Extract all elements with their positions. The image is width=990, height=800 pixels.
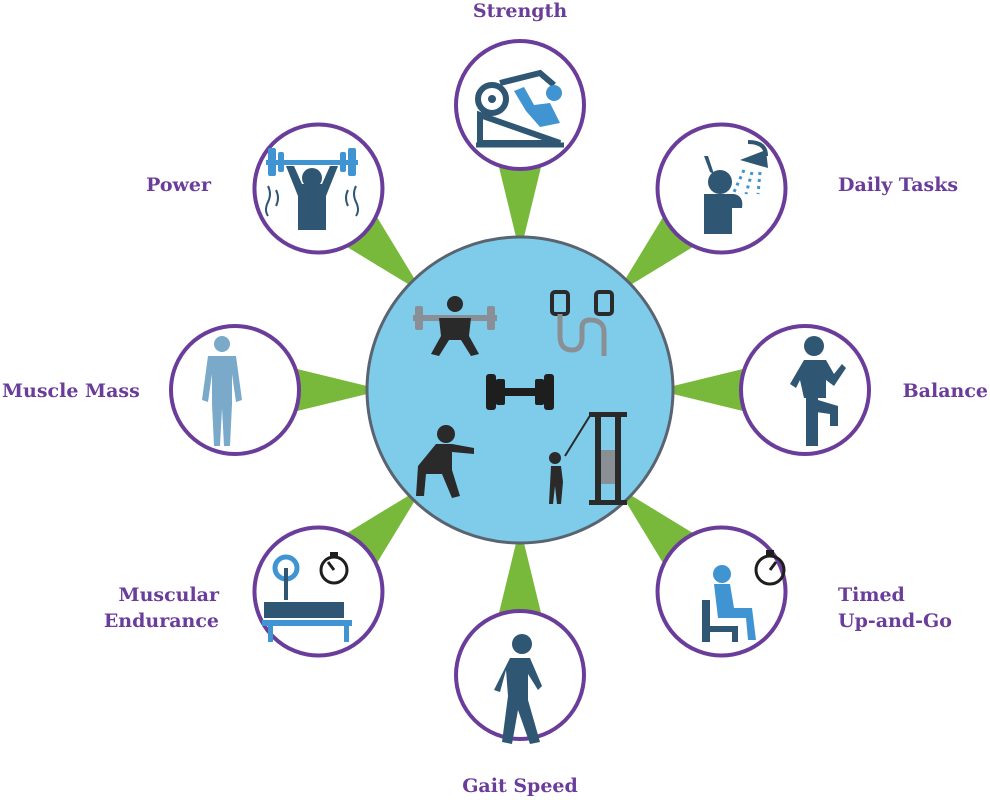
label-muscular-endurance-line1: Muscular (119, 584, 220, 606)
outcome-circle-strength (454, 39, 586, 171)
spoke-balance (669, 368, 747, 412)
label-daily-tasks: Daily Tasks (838, 174, 958, 196)
label-balance: Balance (903, 380, 988, 402)
label-timed-up-and-go-line2: Up-and-Go (838, 610, 952, 632)
resistance-band-icon (550, 290, 614, 356)
walking-icon (494, 634, 542, 744)
cable-machine-icon (549, 412, 627, 505)
spoke-gait-speed (498, 539, 542, 617)
label-timed-up-and-go-line1: Timed (838, 584, 905, 606)
leg-press-icon (475, 69, 564, 148)
shower-icon (704, 140, 768, 234)
label-strength: Strength (473, 0, 567, 22)
bench-press-stopwatch-icon (262, 552, 352, 642)
muscle-body-icon (202, 336, 242, 446)
label-power: Power (146, 174, 212, 196)
dumbbell-icon (486, 374, 554, 410)
spoke-strength (498, 163, 542, 241)
outcome-circle-muscular-endurance (252, 525, 385, 658)
sitting-stopwatch-icon (702, 550, 786, 642)
spoke-muscle-mass (293, 368, 371, 412)
one-leg-stand-icon (790, 336, 846, 446)
label-muscle-mass: Muscle Mass (2, 380, 140, 402)
bodyweight-squat-icon (416, 425, 474, 498)
squat-barbell-icon (413, 296, 497, 356)
label-gait-speed: Gait Speed (462, 775, 578, 797)
overhead-lift-icon (265, 148, 359, 230)
label-muscular-endurance-line2: Endurance (104, 610, 219, 632)
